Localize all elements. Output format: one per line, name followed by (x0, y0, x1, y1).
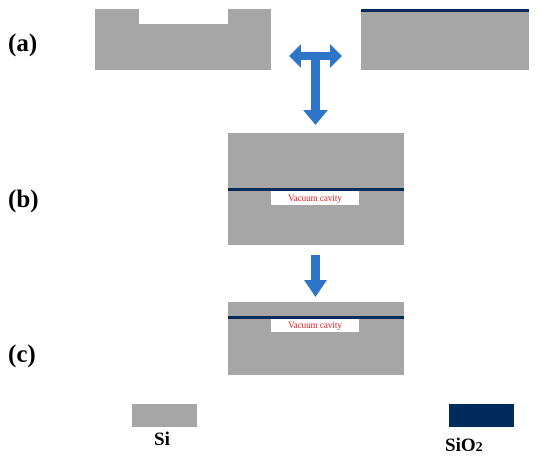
legend-silicon-label: Si (154, 429, 170, 450)
legend-oxide-label-main: SiO (445, 435, 476, 456)
down-arrow-shaft (311, 255, 320, 282)
step-c-label: (c) (8, 341, 36, 368)
step-b-cavity-label: Vacuum cavity (288, 193, 342, 203)
down-arrow-head (304, 280, 327, 297)
step-c-oxide-interface (228, 316, 404, 319)
legend-oxide-label: SiO2 (445, 435, 483, 456)
arrow-right-head (330, 44, 342, 68)
step-a-oxide-layer (361, 9, 529, 12)
step-a-patterned-silicon-wafer (95, 9, 271, 70)
arrow-left-head (289, 44, 301, 68)
step-b-label: (b) (8, 186, 39, 213)
step-c-top-silicon-membrane (228, 302, 404, 317)
step-b-top-silicon-wafer (228, 133, 404, 188)
step-a-label: (a) (8, 30, 37, 57)
step-b-vacuum-cavity (271, 191, 359, 205)
legend-silicon-swatch (132, 404, 197, 427)
step-a-silicon-wafer (361, 9, 529, 70)
arrow-vertical-shaft (311, 52, 320, 112)
down-arrow-icon (304, 255, 327, 297)
step-c-cavity-label: Vacuum cavity (288, 320, 342, 330)
legend-oxide-label-subscript: 2 (476, 440, 483, 455)
step-c-vacuum-cavity (271, 319, 359, 332)
legend-oxide-swatch (449, 404, 514, 427)
step-b-oxide-interface (228, 188, 404, 191)
bidirectional-tee-arrow-icon (289, 44, 342, 125)
arrow-down-head (303, 110, 328, 125)
